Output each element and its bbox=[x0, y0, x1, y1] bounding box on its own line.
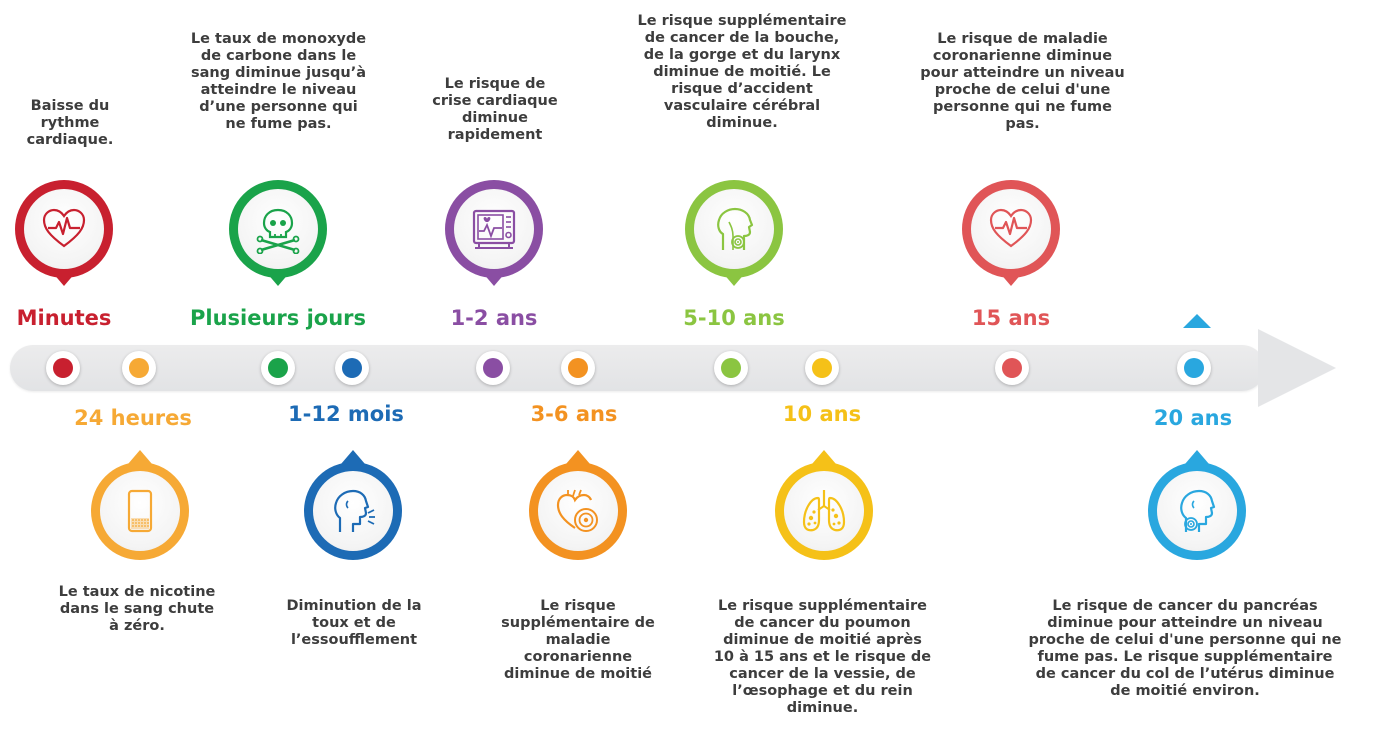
timeline-dot-20-ans bbox=[1177, 351, 1211, 385]
milestone-pin-3-6-ans bbox=[529, 450, 627, 560]
head-target-icon bbox=[1180, 489, 1216, 532]
milestone-label-15-ans: 15 ans bbox=[971, 306, 1051, 330]
heart-target-icon bbox=[556, 489, 598, 532]
milestone-description-minutes: Baisse du rythme cardiaque. bbox=[26, 98, 114, 148]
timeline-dot-15-ans bbox=[995, 351, 1029, 385]
milestone-description-1-12-mois: Diminution de la toux et de l’essoufflem… bbox=[286, 598, 422, 648]
triangle-up-icon bbox=[1183, 314, 1211, 328]
nicotine-patch-icon bbox=[127, 489, 153, 533]
milestone-description-20-ans: Le risque de cancer du pancréas diminue … bbox=[1028, 598, 1342, 699]
milestone-label-plusieurs-jours: Plusieurs jours bbox=[189, 306, 367, 330]
milestone-description-3-6-ans: Le risque supplémentaire de maladie coro… bbox=[501, 598, 655, 682]
milestone-label-1-2-ans: 1-2 ans bbox=[450, 306, 538, 330]
timeline-dot-1-2-ans bbox=[476, 351, 510, 385]
milestone-pin-15-ans bbox=[962, 180, 1060, 286]
milestone-label-1-12-mois: 1-12 mois bbox=[288, 402, 404, 426]
milestone-pin-1-12-mois bbox=[304, 450, 402, 560]
milestone-label-3-6-ans: 3-6 ans bbox=[530, 402, 618, 426]
cough-icon bbox=[334, 489, 375, 532]
heart-pulse-icon bbox=[989, 208, 1033, 248]
timeline-dot-1-12-mois bbox=[335, 351, 369, 385]
throat-icon bbox=[717, 207, 754, 250]
heart-monitor-icon bbox=[472, 209, 516, 249]
milestone-label-5-10-ans: 5-10 ans bbox=[683, 306, 785, 330]
milestone-description-5-10-ans: Le risque supplémentaire de cancer de la… bbox=[637, 13, 847, 131]
milestone-description-plusieurs-jours: Le taux de monoxyde de carbone dans le s… bbox=[190, 31, 367, 132]
lungs-icon bbox=[802, 490, 846, 532]
milestone-description-10-ans: Le risque supplémentaire de cancer du po… bbox=[713, 598, 932, 716]
heart-pulse-icon bbox=[42, 208, 86, 248]
milestone-description-15-ans: Le risque de maladie coronarienne diminu… bbox=[920, 31, 1125, 132]
timeline-dot-10-ans bbox=[805, 351, 839, 385]
timeline-dot-5-10-ans bbox=[714, 351, 748, 385]
milestone-pin-1-2-ans bbox=[445, 180, 543, 286]
milestone-description-1-2-ans: Le risque de crise cardiaque diminue rap… bbox=[432, 76, 558, 143]
skull-crossbones-icon bbox=[256, 208, 300, 254]
milestone-label-24-heures: 24 heures bbox=[74, 406, 192, 430]
timeline-track bbox=[10, 345, 1265, 391]
timeline-dot-plusieurs-jours bbox=[261, 351, 295, 385]
milestone-pin-plusieurs-jours bbox=[229, 180, 327, 286]
milestone-description-24-heures: Le taux de nicotine dans le sang chute à… bbox=[58, 584, 216, 634]
timeline-dot-24-heures bbox=[122, 351, 156, 385]
milestone-pin-20-ans bbox=[1148, 450, 1246, 560]
timeline-dot-minutes bbox=[46, 351, 80, 385]
milestone-label-10-ans: 10 ans bbox=[782, 402, 862, 426]
milestone-pin-5-10-ans bbox=[685, 180, 783, 286]
timeline-dot-3-6-ans bbox=[561, 351, 595, 385]
milestone-pin-minutes bbox=[15, 180, 113, 286]
timeline-arrowhead bbox=[1258, 329, 1336, 407]
milestone-pin-10-ans bbox=[775, 450, 873, 560]
milestone-label-20-ans: 20 ans bbox=[1153, 406, 1233, 430]
milestone-label-minutes: Minutes bbox=[16, 306, 112, 330]
milestone-pin-24-heures bbox=[91, 450, 189, 560]
